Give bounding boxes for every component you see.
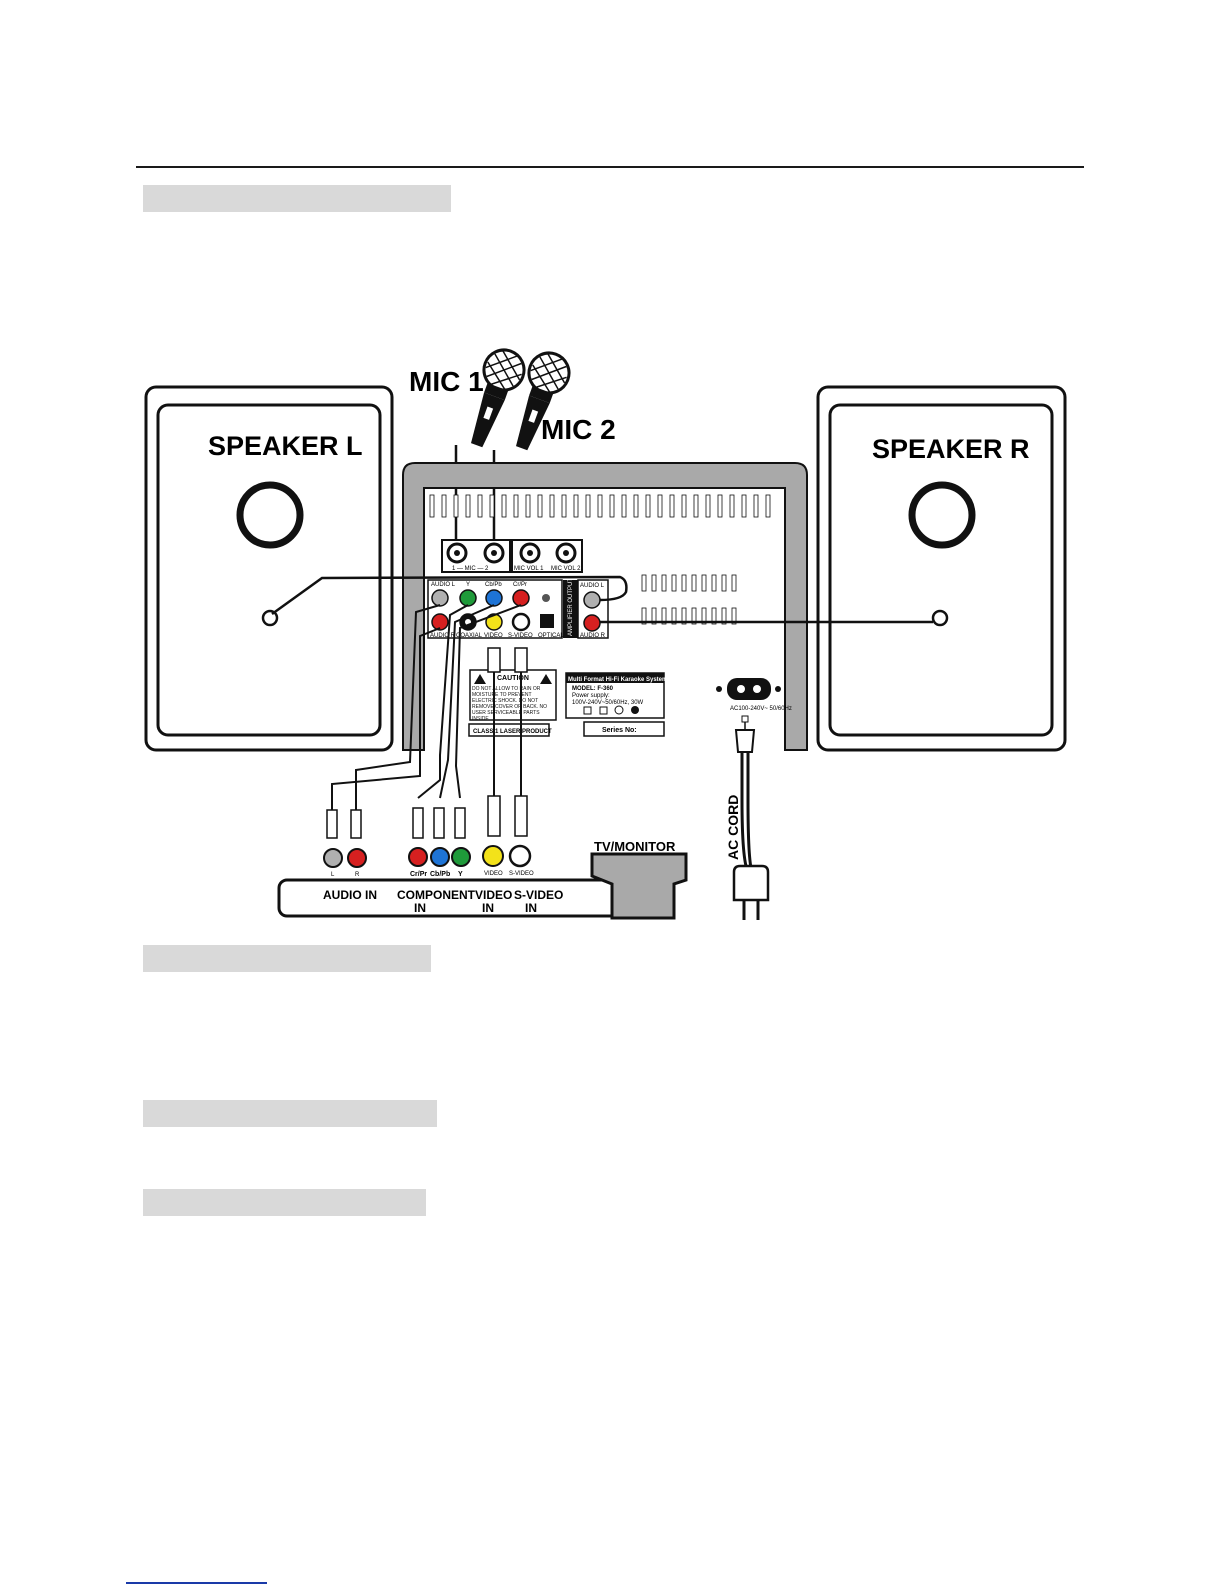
jack-audio-r: [431, 613, 449, 631]
tv-jack-svideo: [508, 844, 532, 868]
tv-input-panel: L R Cr/Pr Cb/Pb Y VIDEO S-VIDEO AUDIO IN…: [277, 839, 688, 920]
speaker-left-cone: [236, 481, 304, 549]
mic-vol1-label: MIC VOL 1: [514, 566, 544, 572]
tv-jack-y: [451, 847, 471, 867]
speaker-right-cone: [908, 481, 976, 549]
mic-2-label: MIC 2: [541, 414, 616, 445]
jack-svideo: [511, 612, 531, 632]
av-cables: [331, 604, 522, 810]
speaker-left-label: SPEAKER L: [208, 431, 363, 461]
tv-jack-cr-label: Cr/Pr: [410, 871, 427, 878]
tv-jack-svideo-label: S-VIDEO: [509, 871, 534, 877]
tv-jack-cb: [430, 847, 450, 867]
microphone-1: [471, 348, 526, 448]
model-label: MODEL: F-360: [572, 686, 614, 692]
microphone-2: [516, 351, 571, 451]
ac-cord: AC CORD: [725, 715, 770, 920]
video-in-label-2: IN: [482, 901, 494, 915]
amp-out-r-label: AUDIO R: [580, 633, 606, 639]
tv-jack-cb-label: Cb/Pb: [430, 871, 450, 878]
jack-audio-l: [431, 589, 449, 607]
video-in-label-1: VIDEO: [475, 888, 512, 902]
jack-optical-label: OPTICAL: [538, 633, 564, 639]
svideo-in-label-1: S-VIDEO: [514, 888, 563, 902]
speaker-right-terminal: [931, 609, 949, 627]
tv-jack-l-label: L: [331, 872, 335, 878]
audio-in-label: AUDIO IN: [323, 888, 377, 902]
jack-audio-r-label: AUDIO R: [430, 633, 456, 639]
section-heading-bar-1: [143, 185, 451, 212]
power-supply-label: Power supply:: [572, 693, 610, 699]
jack-video: [485, 613, 503, 631]
jack-cb: [485, 589, 503, 607]
jack-y: [459, 589, 477, 607]
speaker-left: SPEAKER L: [144, 385, 394, 752]
speaker-left-terminal: [261, 609, 279, 627]
amp-output-label: AMPLIFIER OUTPUT: [568, 578, 574, 636]
mic-panel-label: 1 — MIC — 2: [452, 566, 489, 572]
tv-jack-video-label: VIDEO: [484, 871, 503, 877]
component-in-label-1: COMPONENT: [397, 888, 476, 902]
speaker-right-label: SPEAKER R: [872, 434, 1030, 464]
connection-diagram: SPEAKER L SPEAKER R MIC 1 MIC 2: [144, 348, 1067, 920]
section-heading-bar-2: [143, 945, 431, 972]
vent-slots-side: [641, 574, 737, 625]
system-name: Multi Format Hi-Fi Karaoke System: [568, 677, 667, 683]
speaker-right: SPEAKER R: [816, 385, 1067, 752]
footer-rule: [126, 1582, 267, 1584]
ac-rating-label: AC100-240V~ 50/60Hz: [730, 706, 792, 712]
amp-out-l-jack: [583, 591, 601, 609]
power-rating-label: 100V-240V~50/60Hz, 30W: [572, 700, 644, 706]
jack-video-label: VIDEO: [484, 633, 503, 639]
jack-y-label: Y: [466, 582, 470, 588]
svideo-in-label-2: IN: [525, 901, 537, 915]
component-in-label-2: IN: [414, 901, 426, 915]
laser-product-label: CLASS 1 LASER PRODUCT: [473, 729, 552, 735]
caution-text: DO NOT ALLOW TO RAIN OR MOISTURE TO PREV…: [472, 686, 548, 720]
rca-plugs: [326, 647, 528, 839]
section-heading-bar-3: [143, 1100, 437, 1127]
jack-cr-label: Cr/Pr: [513, 582, 527, 588]
jack-svideo-label: S-VIDEO: [508, 633, 533, 639]
caution-label: CAUTION: [497, 675, 529, 682]
amp-out-r-jack: [583, 614, 601, 632]
tv-jack-r-label: R: [355, 872, 360, 878]
jack-optical: [540, 614, 554, 628]
tv-jack-cr: [408, 847, 428, 867]
tv-jack-y-label: Y: [458, 871, 463, 878]
mic-1-label: MIC 1: [409, 366, 484, 397]
tv-jack-video: [482, 845, 504, 867]
jack-coaxial-label: COAXIAL: [456, 633, 483, 639]
tv-jack-l: [323, 848, 343, 868]
jack-cb-label: Cb/Pb: [485, 582, 502, 588]
amp-out-l-label: AUDIO L: [580, 583, 605, 589]
main-unit-rear-panel: 1 — MIC — 2 MIC VOL 1 MIC VOL 2 AUDIO L …: [402, 462, 808, 751]
section-heading-bar-4: [143, 1189, 426, 1216]
jack-cr: [512, 589, 530, 607]
tv-jack-r: [347, 848, 367, 868]
series-no-label: Series No:: [602, 727, 637, 734]
mic-vol2-label: MIC VOL 2: [551, 566, 581, 572]
vent-slots-top: [429, 494, 771, 518]
header-rule: [136, 166, 1084, 168]
jack-audio-l-label: AUDIO L: [431, 582, 456, 588]
tv-monitor-label: TV/MONITOR: [594, 839, 676, 854]
ac-cord-label: AC CORD: [725, 795, 741, 860]
speaker-cables: [271, 575, 933, 624]
